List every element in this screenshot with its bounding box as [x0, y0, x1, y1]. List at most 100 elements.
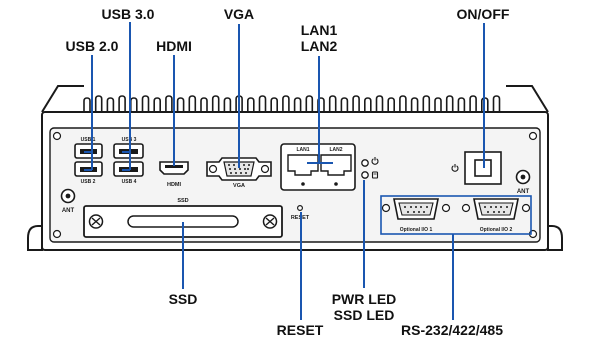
- vga-screw: [208, 164, 218, 174]
- ssd-bay-label: SSD: [177, 198, 188, 204]
- lan1-port-label: LAN1: [296, 147, 309, 153]
- panel-screw: [52, 229, 62, 239]
- heatsink-fin: [445, 95, 454, 112]
- antenna-label: ANT: [517, 189, 530, 195]
- heatsink-fin: [141, 95, 150, 112]
- heatsink-fin: [422, 95, 431, 112]
- serial-port-2: Optional I/O 2: [461, 198, 531, 233]
- heatsink-fin: [200, 97, 208, 112]
- heatsink-fin: [293, 97, 302, 112]
- label-ssd-led: SSD LED: [334, 307, 395, 323]
- db9-pins: [484, 206, 508, 213]
- heatsink-fin: [247, 97, 255, 112]
- hdmi-connector-tongue: [165, 165, 183, 168]
- label-hdmi: HDMI: [156, 38, 192, 54]
- label-rs232: RS-232/422/485: [401, 322, 503, 338]
- lan-ports: LAN1 LAN2: [280, 143, 356, 191]
- serial-screw: [381, 203, 391, 213]
- heatsink-fin: [469, 95, 477, 112]
- heatsink-fin: [399, 95, 407, 112]
- drive-icon: [371, 171, 379, 179]
- label-reset: RESET: [277, 322, 324, 338]
- serial-port-label: Optional I/O 2: [480, 227, 513, 233]
- hdmi-port-label: HDMI: [167, 182, 182, 188]
- lan2-port-label: LAN2: [329, 147, 342, 153]
- panel-screw: [528, 131, 538, 141]
- ssd-bay-screw-slot: [91, 217, 101, 226]
- label-lan1: LAN1: [301, 22, 338, 38]
- vga-port-label: VGA: [233, 183, 245, 189]
- vga-port: VGA: [206, 157, 272, 189]
- callout-labels: USB 3.0 VGA LAN1 LAN2 ON/OFF USB 2.0 HDM…: [66, 6, 510, 338]
- db9-pins: [404, 206, 428, 213]
- heatsink-fin: [223, 97, 232, 112]
- hdmi-port: HDMI: [159, 161, 189, 188]
- serial-screw: [441, 203, 451, 213]
- heatsink-fin: [165, 95, 173, 112]
- db9-pin-field: [478, 202, 514, 216]
- reset-pinhole: [297, 205, 304, 212]
- vga-pins: [228, 164, 250, 174]
- heatsink-fin: [375, 95, 384, 112]
- label-vga: VGA: [224, 6, 254, 22]
- chassis-shoulder-left: [41, 85, 84, 113]
- ssd-led: [361, 171, 369, 179]
- pwr-led: [361, 159, 369, 167]
- rj45-jack: [320, 154, 352, 176]
- heatsink-fin: [282, 95, 290, 112]
- vga-screw: [260, 164, 270, 174]
- antenna-connector-core: [65, 193, 71, 199]
- heatsink-fin: [106, 97, 115, 112]
- serial-port-1: Optional I/O 1: [381, 198, 451, 233]
- heatsink-fin: [270, 97, 278, 112]
- panel-screw: [52, 131, 62, 141]
- heatsink-fin: [410, 97, 419, 112]
- heatsink-fin: [492, 95, 501, 112]
- serial-screw: [521, 203, 531, 213]
- label-onoff: ON/OFF: [457, 6, 510, 22]
- chassis-shoulder-right: [506, 85, 549, 113]
- lan-activity-led: [334, 182, 338, 186]
- heatsink-fin: [188, 95, 197, 112]
- antenna-connector-core: [520, 174, 526, 180]
- ssd-bay: SSD: [83, 198, 283, 238]
- heatsink-fins: [83, 95, 501, 112]
- heatsink-fin: [305, 95, 314, 112]
- heatsink-fin: [94, 95, 103, 112]
- usb-port-label: USB 2: [81, 179, 96, 185]
- heatsink-fin: [434, 97, 442, 112]
- leader-rs232-box: [380, 195, 532, 235]
- heatsink-fin: [352, 95, 360, 112]
- lan-activity-led: [301, 182, 305, 186]
- label-ssd: SSD: [169, 291, 198, 307]
- heatsink-fin: [130, 97, 138, 112]
- db9-pin-field: [398, 202, 434, 216]
- serial-screw: [461, 203, 471, 213]
- heatsink-fin: [340, 97, 349, 112]
- ssd-bay-screw-slot: [265, 217, 275, 226]
- mounting-flange-right: [547, 225, 563, 251]
- antenna-right: ANT: [515, 169, 531, 195]
- antenna-left: ANT: [60, 188, 76, 214]
- heatsink-fin: [153, 97, 161, 112]
- serial-port-label: Optional I/O 1: [400, 227, 433, 233]
- power-icon: [451, 164, 459, 172]
- antenna-label: ANT: [62, 208, 75, 214]
- mounting-flange-left: [27, 225, 43, 251]
- heatsink-fin: [328, 95, 337, 112]
- power-icon: [371, 157, 379, 165]
- heatsink-fin: [387, 97, 395, 112]
- heatsink-fin: [457, 97, 466, 112]
- usb-port-label: USB 1: [81, 137, 96, 143]
- heatsink-fin: [118, 95, 126, 112]
- heatsink-fin: [211, 95, 220, 112]
- usb-port-label: USB 4: [122, 179, 137, 185]
- heatsink-fin: [364, 97, 372, 112]
- label-usb20: USB 2.0: [66, 38, 119, 54]
- heatsink-fin: [83, 97, 91, 112]
- heatsink-fin: [176, 97, 185, 112]
- leader-lines: [84, 22, 532, 320]
- heatsink-fin: [258, 95, 267, 112]
- label-lan2: LAN2: [301, 38, 338, 54]
